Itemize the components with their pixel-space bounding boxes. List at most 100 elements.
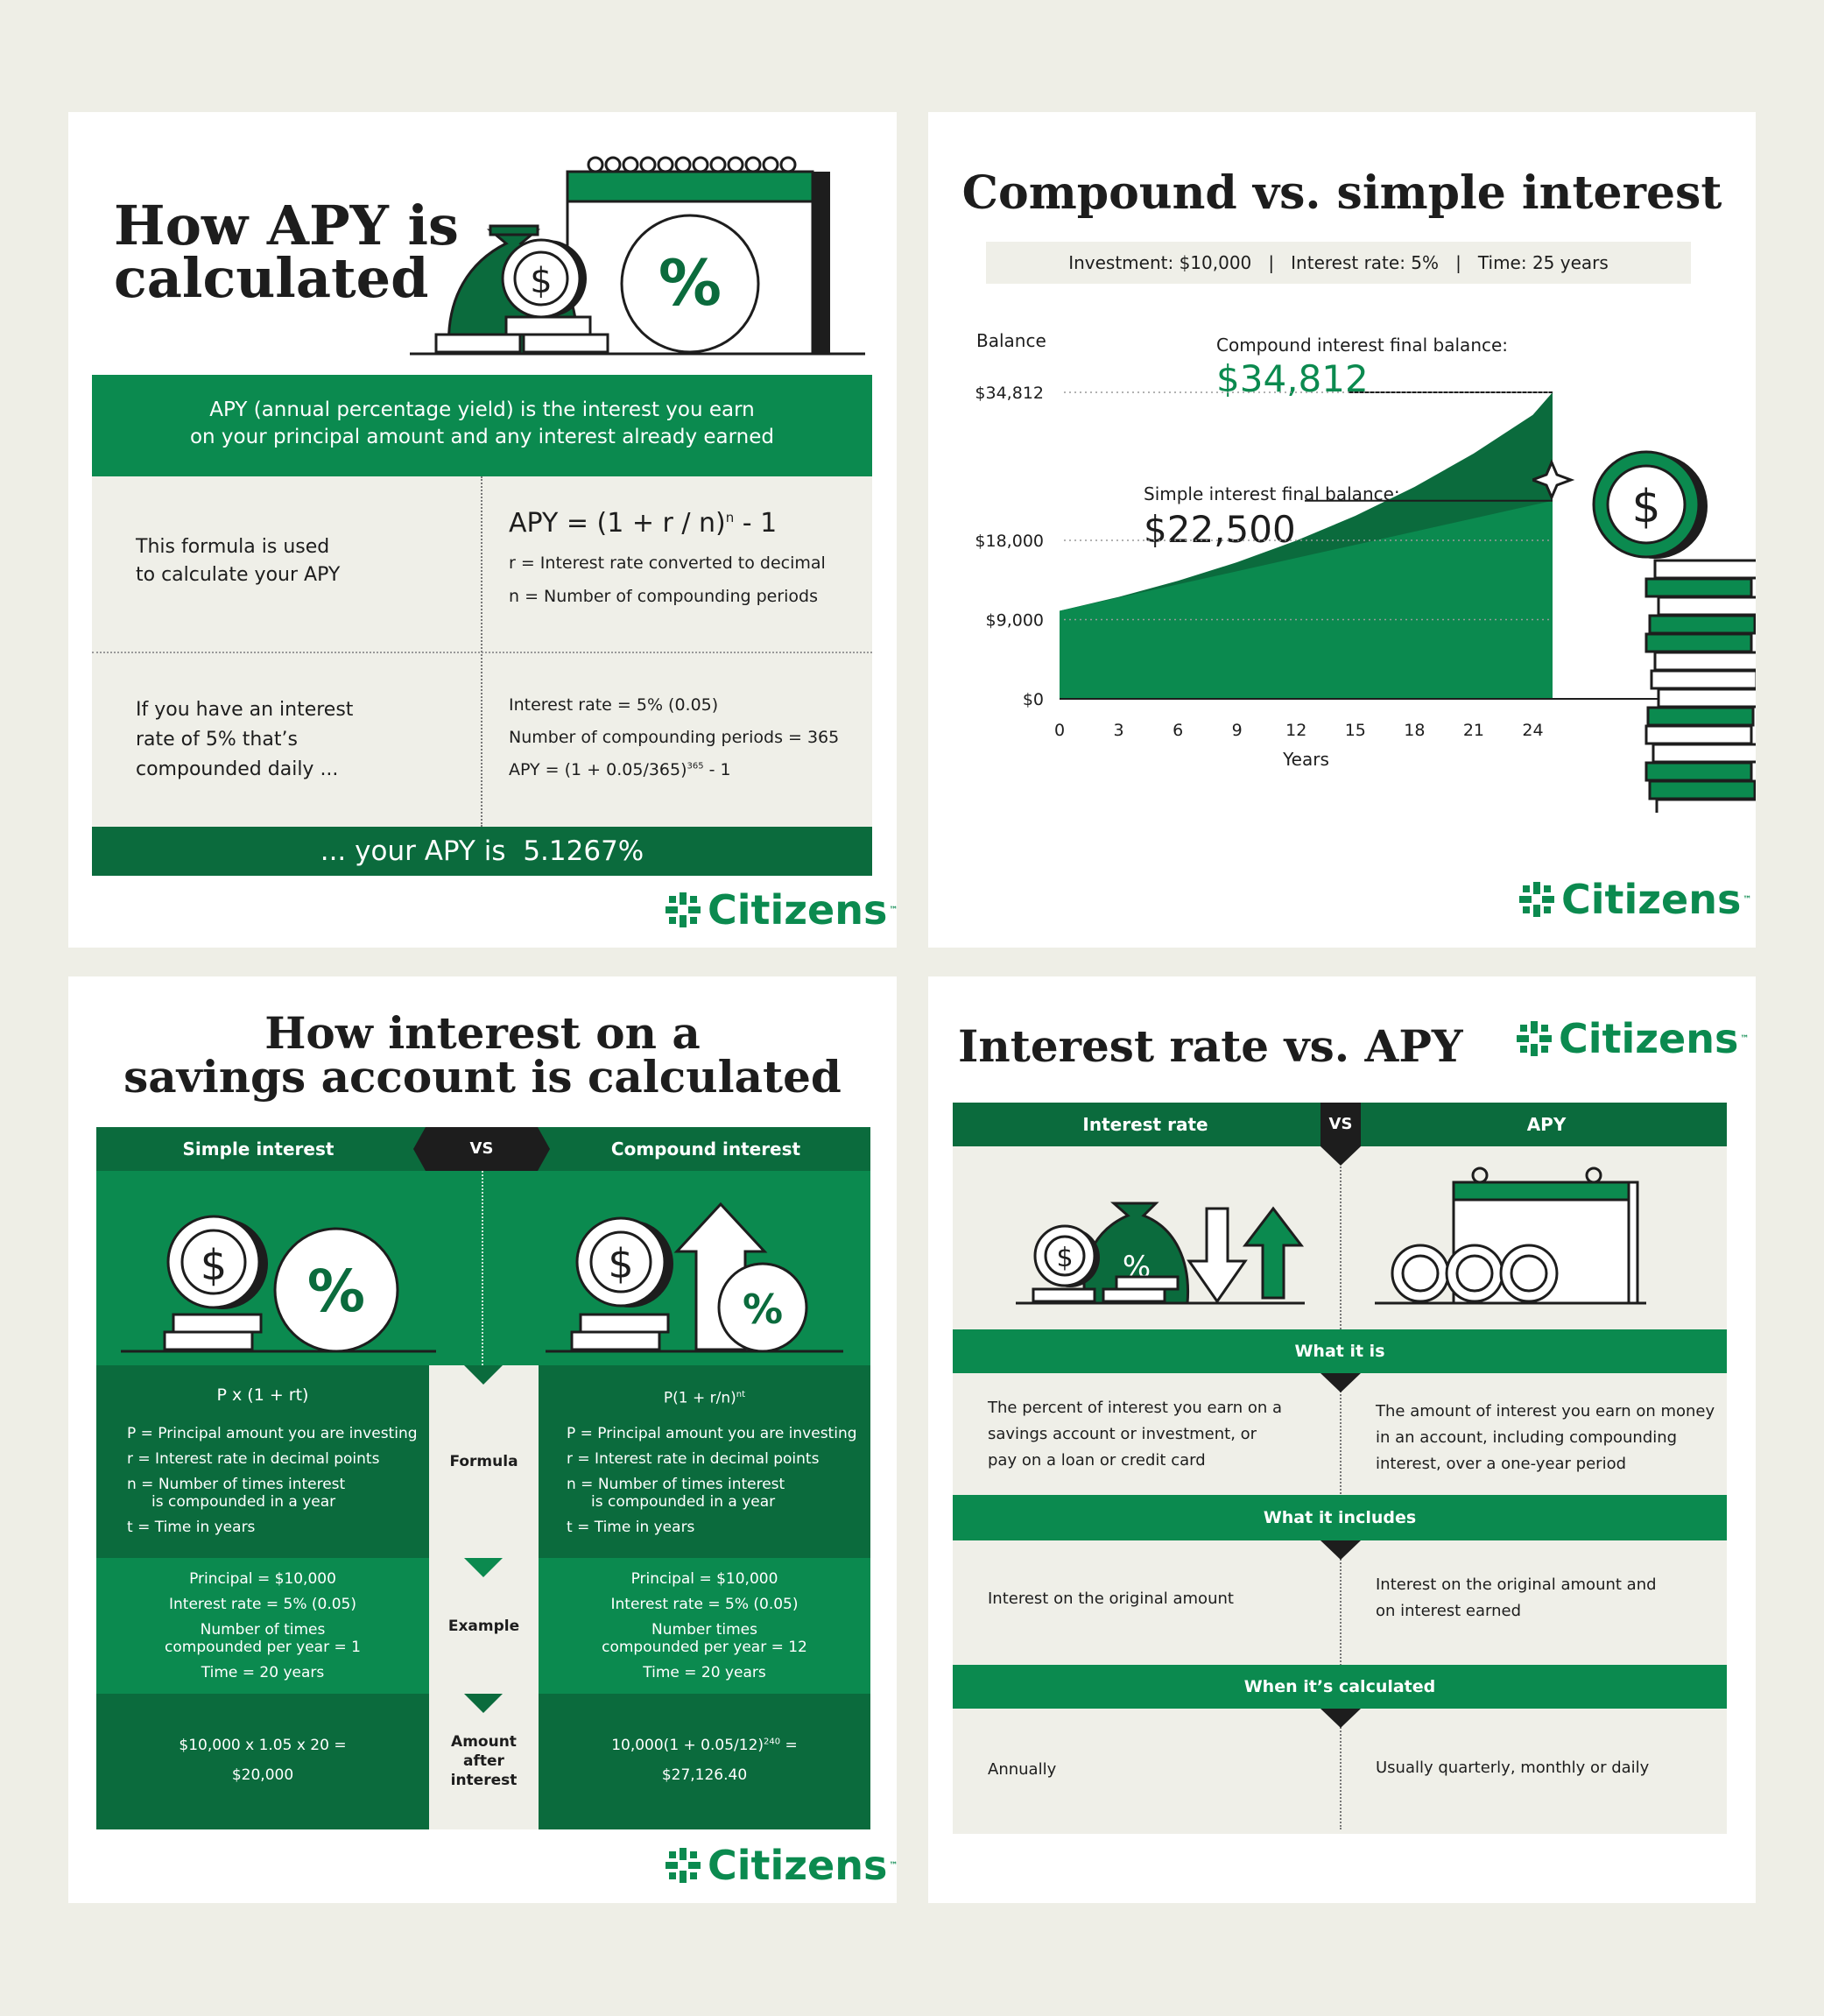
simple-def-t: t = Time in years: [127, 1519, 256, 1536]
compound-amount-calc-exponent: 240: [764, 1737, 781, 1747]
svg-text:%: %: [307, 1258, 365, 1325]
savings-panel: How interest on a savings account is cal…: [68, 976, 897, 1903]
simple-example-time: Time = 20 years: [201, 1664, 325, 1681]
apy-result-value: 5.1267%: [523, 835, 644, 867]
coin-row: [1657, 687, 1756, 708]
x-tick-label: 12: [1285, 721, 1306, 740]
arrow-down-icon: [1187, 1207, 1248, 1304]
apy-title-line2: calculated: [114, 246, 429, 310]
apy-when-text: Usually quarterly, monthly or daily: [1376, 1759, 1650, 1777]
compound-formula-cell: P(1 + r/n)nt P = Principal amount you ar…: [539, 1365, 870, 1558]
amount-label-line2: after: [463, 1752, 504, 1770]
apy-result-banner: ... your APY is 5.1267%: [92, 827, 872, 876]
citizens-logo-icon: [666, 892, 701, 927]
simple-def-r: r = Interest rate in decimal points: [127, 1450, 380, 1468]
savings-vs: VS: [469, 1139, 494, 1158]
col-apy: APY: [1526, 1114, 1567, 1135]
compound-example-n1: Number times: [651, 1621, 757, 1639]
x-tick-label: 9: [1232, 721, 1243, 740]
apy-example-formula-main: APY = (1 + 0.05/365): [509, 760, 687, 779]
apy-title-line1: How APY is: [114, 194, 459, 257]
simple-example-principal: Principal = $10,000: [189, 1570, 336, 1588]
amount-label-line1: Amount: [451, 1733, 517, 1751]
compound-amount-cell: 10,000(1 + 0.05/12)240 = $27,126.40: [539, 1694, 870, 1829]
coin-icon: [1391, 1244, 1559, 1303]
citizens-logo-tm: ™: [1743, 894, 1752, 905]
simple-amount-calc: $10,000 x 1.05 x 20 =: [179, 1737, 347, 1754]
apy-illustration: [1375, 1167, 1646, 1305]
citizens-logo-text: Citizens: [1559, 1015, 1739, 1062]
savings-title: How interest on a savings account is cal…: [68, 1012, 897, 1099]
apy-definition-line2: on your principal amount and any interes…: [189, 426, 775, 448]
percent-coin-icon: %: [620, 214, 760, 354]
coin-row: [1651, 743, 1756, 764]
coin-row: [1646, 706, 1755, 727]
apy-example-intro-line3: compounded daily ...: [136, 758, 339, 780]
savings-col-compound: Compound interest: [610, 1138, 801, 1160]
apy-formula-intro: This formula is used to calculate your A…: [136, 533, 340, 589]
coin-row: [1644, 761, 1753, 782]
apy-example-intro-line2: rate of 5% that’s: [136, 729, 298, 751]
sparkle-icon: [1532, 459, 1575, 501]
example-label: Example: [447, 1618, 520, 1635]
x-tick-label: 24: [1522, 721, 1543, 740]
compound-example-time: Time = 20 years: [643, 1664, 766, 1681]
coin-row: [1644, 724, 1753, 745]
section-marker: [1320, 1540, 1361, 1560]
coin-row: [1644, 632, 1753, 653]
formula-label-cell: Formula: [429, 1365, 539, 1558]
interest-rate-illustration: % $: [1016, 1202, 1305, 1305]
compound-amount-calc: 10,000(1 + 0.05/12)240 =: [539, 1731, 870, 1760]
compound-panel: Compound vs. simple interest Investment:…: [928, 112, 1756, 948]
rate-what-line3: pay on a loan or credit card: [988, 1451, 1206, 1470]
rate-vs-apy-vs: VS: [1328, 1115, 1353, 1133]
apy-what-line2: in an account, including compounding: [1376, 1428, 1678, 1447]
simple-interest-illustration: $ %: [121, 1215, 436, 1353]
compound-amount-result: $27,126.40: [661, 1766, 748, 1784]
simple-example-rate: Interest rate = 5% (0.05): [169, 1596, 356, 1613]
apy-includes-line1: Interest on the original amount and: [1376, 1575, 1657, 1594]
compound-amount-calc-main: 10,000(1 + 0.05/12): [611, 1737, 764, 1754]
simple-example-n2: compounded per year = 1: [165, 1639, 361, 1656]
x-tick-label: 0: [1054, 721, 1065, 740]
coin-row: [1644, 577, 1753, 598]
svg-text:$: $: [1056, 1243, 1073, 1273]
apy-formula-tail: - 1: [734, 508, 778, 539]
savings-col-simple: Simple interest: [182, 1138, 335, 1160]
simple-final-value: $22,500: [1144, 508, 1296, 551]
citizens-logo-tm: ™: [1740, 1033, 1750, 1044]
apy-what-text: The amount of interest you earn on money…: [1376, 1399, 1715, 1477]
dollar-coin-icon: $: [166, 1215, 268, 1309]
apy-formula-main: APY = (1 + r / n): [509, 508, 726, 539]
apy-formula-exponent: n: [725, 510, 735, 525]
simple-formula: P x (1 + rt): [216, 1385, 309, 1405]
rate-vs-apy-title: Interest rate vs. APY: [958, 1020, 1463, 1072]
apy-panel: How APY is calculated: [68, 112, 897, 948]
simple-example-n1: Number of times: [200, 1621, 326, 1639]
dollar-coin-icon: $: [501, 238, 587, 319]
apy-example-formula-exponent: 365: [687, 761, 704, 772]
compound-final-value: $34,812: [1216, 357, 1369, 400]
apy-title: How APY is calculated: [114, 194, 459, 310]
percent-coin-icon: %: [717, 1262, 808, 1353]
apy-example-formula-tail: - 1: [703, 760, 731, 779]
rate-what-line1: The percent of interest you earn on a: [988, 1399, 1282, 1417]
apy-what-line1: The amount of interest you earn on money: [1376, 1402, 1715, 1420]
x-tick-label: 15: [1345, 721, 1366, 740]
coin-stack-icon: $: [1532, 450, 1756, 813]
svg-text:$: $: [608, 1240, 633, 1287]
svg-text:%: %: [743, 1286, 783, 1333]
dollar-coin-icon: $: [1033, 1224, 1100, 1287]
svg-text:%: %: [658, 246, 722, 320]
compound-formula-main: P(1 + r/n): [663, 1389, 736, 1407]
coin-row: [1650, 669, 1756, 690]
coin-row: [1653, 559, 1756, 580]
citizens-logo-icon: [1519, 882, 1554, 917]
compound-def-n1: n = Number of times interest: [567, 1476, 785, 1493]
vs-badge: [413, 1127, 550, 1171]
compound-interest-illustration: $ %: [546, 1202, 843, 1353]
apy-illustration: $ %: [410, 156, 865, 356]
